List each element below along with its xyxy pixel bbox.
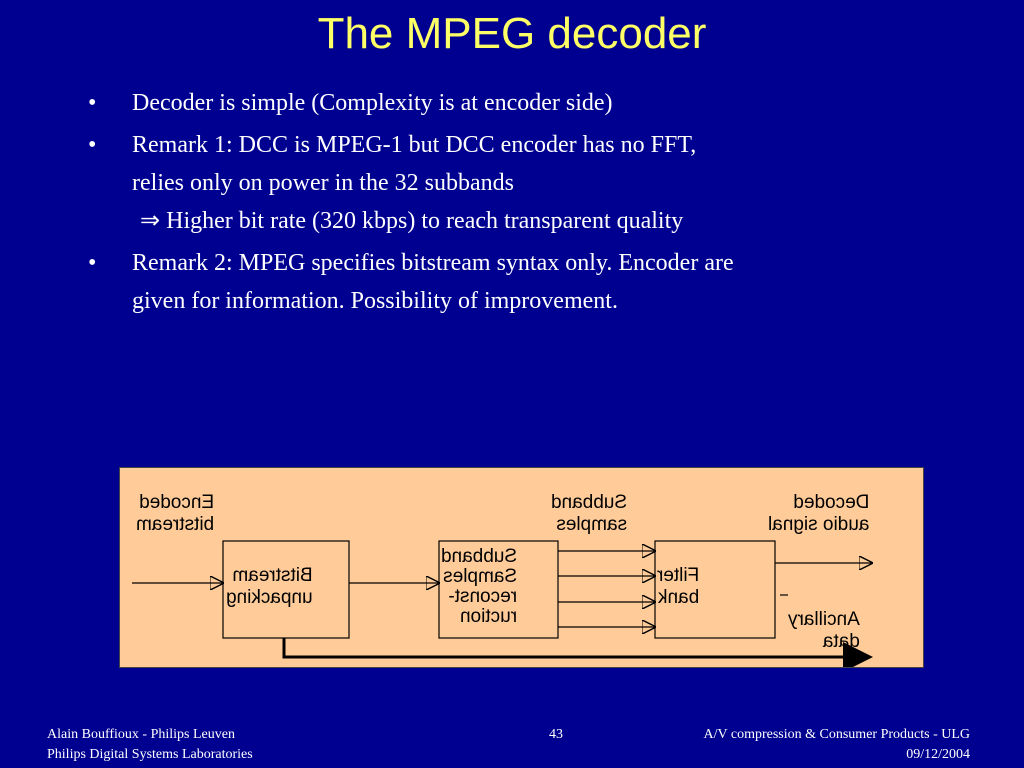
- ancillary-data-label: Ancillary data: [788, 609, 860, 652]
- subband-samples-label: Subband samples: [551, 492, 628, 535]
- slide-title: The MPEG decoder: [317, 9, 707, 58]
- filter-bank-label: Filter bank: [657, 565, 700, 608]
- encoded-bitstream-label: Encoded bitstream: [136, 492, 215, 535]
- bullet-item: • Remark 2: MPEG specifies bitstream syn…: [88, 244, 988, 320]
- bullet-marker: •: [88, 250, 97, 276]
- bitstream-unpacking-label: Bitstream unpacking: [226, 565, 313, 608]
- bullet-text: Decoder is simple (Complexity is at enco…: [132, 90, 613, 116]
- bullet-item: • Remark 1: DCC is MPEG-1 but DCC encode…: [88, 126, 988, 240]
- footer-author: Alain Bouffioux - Philips Leuven Philips…: [47, 725, 253, 765]
- bullet-text-continued: given for information. Possibility of im…: [132, 288, 618, 314]
- footer-lab-line: Philips Digital Systems Laboratories: [47, 747, 253, 762]
- footer-date: 09/12/2004: [906, 747, 970, 762]
- footer-course-line: A/V compression & Consumer Products - UL…: [703, 727, 971, 742]
- filter-bank-box: [654, 540, 776, 639]
- bullet-marker: •: [88, 90, 97, 116]
- decoded-audio-label: Decoded audio signal: [768, 492, 870, 535]
- ancillary-data-arrow: [282, 638, 873, 667]
- implies-icon: ⇒: [140, 208, 161, 234]
- bullet-text-continued: relies only on power in the 32 subbands: [132, 170, 514, 196]
- reconstruction-label: Subband Samples reconst- ruction: [441, 546, 518, 627]
- page-number: 43: [549, 727, 563, 742]
- bullet-list: • Decoder is simple (Complexity is at en…: [88, 84, 988, 324]
- decoder-block-diagram: Encoded bitstream Bitstream unpacking Su…: [119, 467, 924, 668]
- bullet-item: • Decoder is simple (Complexity is at en…: [88, 84, 988, 122]
- footer-course: A/V compression & Consumer Products - UL…: [704, 725, 971, 765]
- footer-author-line: Alain Bouffioux - Philips Leuven: [47, 727, 235, 742]
- diagram-graphics: [132, 540, 923, 667]
- bullet-marker: •: [88, 132, 97, 158]
- bullet-text: Remark 2: MPEG specifies bitstream synta…: [132, 250, 734, 276]
- bullet-text: Remark 1: DCC is MPEG-1 but DCC encoder …: [132, 132, 697, 158]
- bullet-subtext: Higher bit rate (320 kbps) to reach tran…: [166, 208, 684, 234]
